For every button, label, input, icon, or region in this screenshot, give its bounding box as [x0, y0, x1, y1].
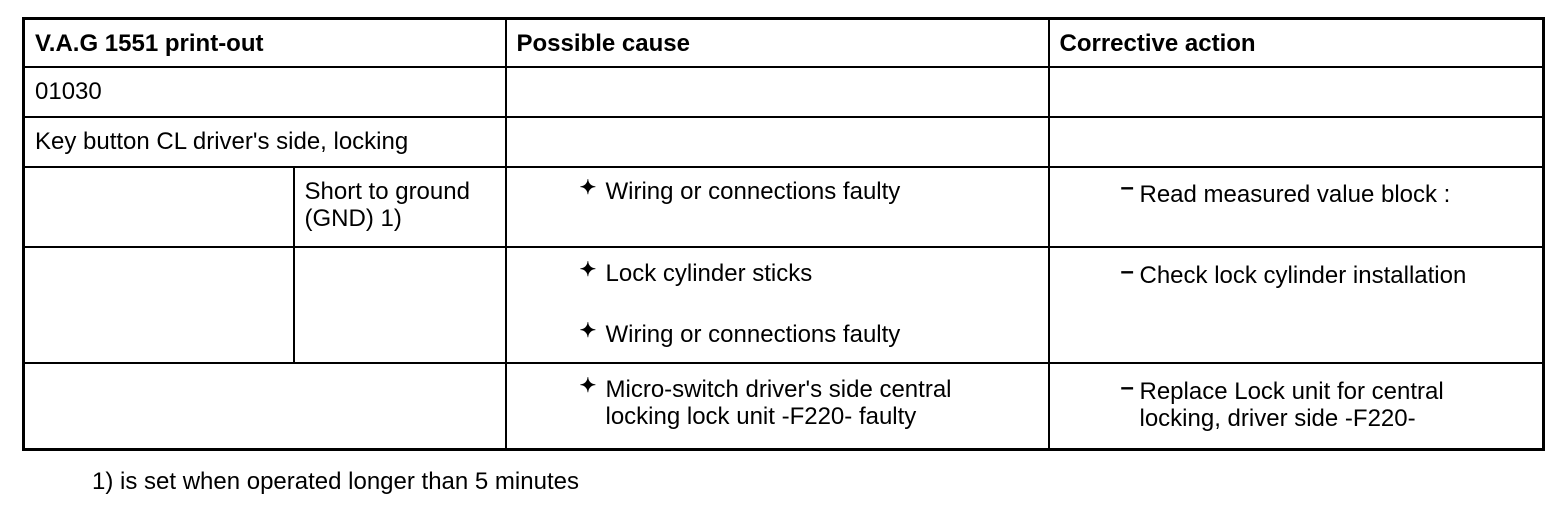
- cause-cell: ✦Micro-switch driver's side central lock…: [504, 362, 1050, 451]
- header-corrective-action: Corrective action: [1047, 17, 1545, 68]
- dash-icon: –: [1120, 258, 1134, 285]
- header-possible-cause: Possible cause: [504, 17, 1050, 68]
- action-item: –Check lock cylinder installation: [1120, 258, 1467, 289]
- dash-icon: –: [1120, 174, 1134, 201]
- empty-cell: [1047, 66, 1545, 118]
- fault-type: Short to ground (GND) 1): [292, 166, 507, 248]
- cause-cell: ✦Wiring or connections faulty: [504, 166, 1050, 248]
- empty-cell: [22, 246, 295, 364]
- empty-cell: [22, 362, 507, 451]
- fault-code: 01030: [22, 66, 507, 118]
- bullet-icon: ✦: [579, 259, 597, 281]
- action-item: –Replace Lock unit for central locking, …: [1120, 374, 1444, 432]
- footnote: 1) is set when operated longer than 5 mi…: [92, 468, 579, 495]
- cause-item: ✦Wiring or connections faulty: [579, 177, 901, 205]
- action-item: –Read measured value block :: [1120, 174, 1451, 208]
- table-header-row: V.A.G 1551 print-out Possible cause Corr…: [22, 17, 1545, 68]
- table-row: Short to ground (GND) 1) ✦Wiring or conn…: [22, 166, 1545, 248]
- cause-cell: ✦Lock cylinder sticks ✦Wiring or connect…: [504, 246, 1050, 364]
- table-row: ✦Lock cylinder sticks ✦Wiring or connect…: [22, 246, 1545, 364]
- empty-cell: [1047, 116, 1545, 168]
- cause-item: ✦Lock cylinder sticks: [579, 259, 813, 287]
- component-row: Key button CL driver's side, locking: [22, 116, 1545, 168]
- cause-item: ✦Wiring or connections faulty: [579, 320, 901, 348]
- empty-cell: [292, 246, 507, 364]
- table-row: ✦Micro-switch driver's side central lock…: [22, 362, 1545, 451]
- action-cell: –Replace Lock unit for central locking, …: [1047, 362, 1545, 451]
- bullet-icon: ✦: [579, 375, 597, 397]
- bullet-icon: ✦: [579, 320, 597, 342]
- empty-cell: [22, 166, 295, 248]
- header-printout: V.A.G 1551 print-out: [22, 17, 507, 68]
- fault-code-row: 01030: [22, 66, 1545, 118]
- bullet-icon: ✦: [579, 177, 597, 199]
- action-cell: –Check lock cylinder installation: [1047, 246, 1545, 364]
- component-name: Key button CL driver's side, locking: [22, 116, 507, 168]
- fault-table: V.A.G 1551 print-out Possible cause Corr…: [22, 17, 1545, 451]
- action-cell: –Read measured value block :: [1047, 166, 1545, 248]
- dash-icon: –: [1120, 374, 1134, 401]
- empty-cell: [504, 116, 1050, 168]
- cause-item: ✦Micro-switch driver's side central lock…: [579, 375, 952, 430]
- empty-cell: [504, 66, 1050, 118]
